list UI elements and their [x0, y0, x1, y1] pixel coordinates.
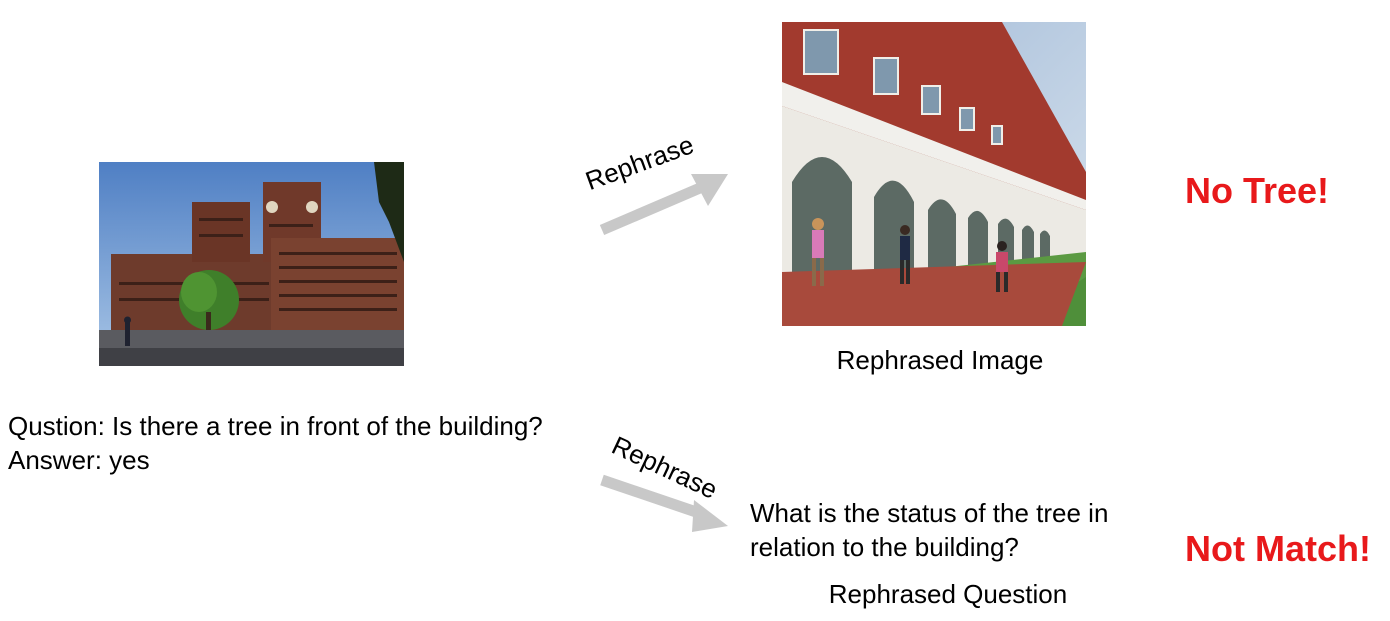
original-answer: Answer: yes: [8, 445, 150, 475]
arrow-head: [692, 500, 728, 532]
rephrased-question-text: What is the status of the tree in relati…: [750, 498, 1109, 562]
image-verdict: No Tree!: [1185, 170, 1330, 211]
rephrased-image: [782, 22, 1086, 326]
question-verdict: Not Match!: [1185, 528, 1371, 569]
original-image: [99, 162, 404, 366]
rephrased-image-caption: Rephrased Image: [836, 345, 1044, 375]
original-question: Qustion: Is there a tree in front of the…: [8, 411, 543, 441]
arrow-shaft: [600, 474, 704, 520]
rephrased-question-caption: Rephrased Question: [828, 579, 1068, 609]
arrow-shaft: [599, 182, 703, 236]
rephrase-image-arrow: [599, 174, 728, 236]
arrow-head: [691, 174, 728, 206]
rephrase-question-arrow: [600, 474, 728, 532]
